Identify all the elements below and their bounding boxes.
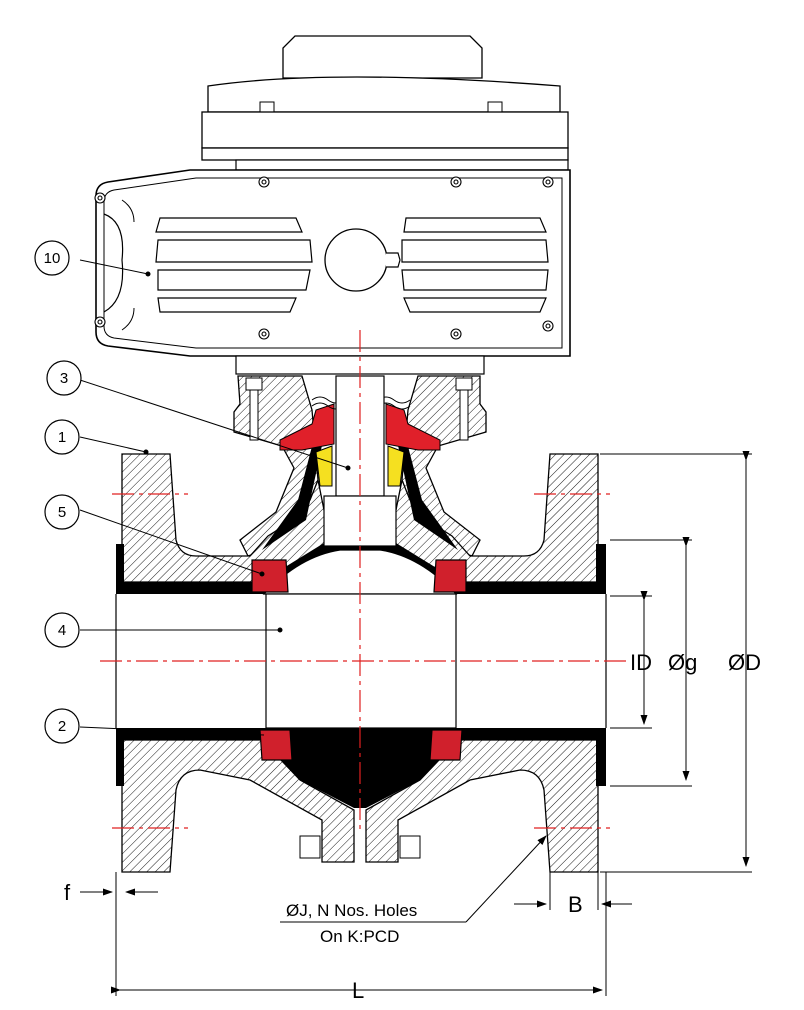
dim-d-label: ØD	[728, 650, 761, 675]
actuator-dome	[207, 76, 561, 113]
item-balloon-10: 10	[34, 240, 70, 276]
seat-left-bottom	[259, 729, 293, 761]
flange-left-bottom	[121, 739, 355, 873]
actuator-top-cap	[282, 35, 483, 79]
bonnet-bolts	[245, 377, 473, 441]
item-balloon-4: 4	[44, 612, 80, 648]
dim-g-label: Øg	[668, 650, 697, 675]
dim-l-label: L	[352, 978, 364, 1003]
dimension-lines	[80, 451, 752, 996]
balloon-label: 5	[58, 504, 66, 521]
stem-seal-yellow	[315, 445, 333, 487]
dim-f-label: f	[64, 880, 71, 905]
flange-right-bottom	[365, 739, 599, 873]
dim-id-label: ID	[630, 650, 652, 675]
balloon-label: 3	[60, 370, 68, 387]
gearbox-ribs	[155, 217, 549, 313]
item-balloon-2: 2	[44, 708, 80, 744]
leader-lines	[79, 259, 351, 736]
center-lines	[100, 330, 628, 830]
bolt-heads	[94, 176, 554, 340]
valve-body	[115, 375, 607, 873]
item-balloon-1: 1	[44, 419, 80, 455]
dim-b-label: B	[568, 892, 583, 917]
balloon-label: 1	[58, 429, 66, 446]
item-balloon-5: 5	[44, 494, 80, 530]
balloon-label: 10	[44, 250, 61, 267]
position-indicator	[324, 228, 388, 292]
stem-seal-left	[279, 403, 335, 451]
actuator-housing	[201, 111, 569, 149]
holes-note-line1: ØJ, N Nos. Holes	[286, 901, 417, 920]
balloon-label: 4	[58, 622, 66, 639]
balloon-label: 2	[58, 718, 66, 735]
actuator	[94, 35, 571, 375]
holes-note-line2: On K:PCD	[320, 927, 399, 946]
seat-left-top	[251, 559, 289, 593]
item-balloon-3: 3	[46, 360, 82, 396]
